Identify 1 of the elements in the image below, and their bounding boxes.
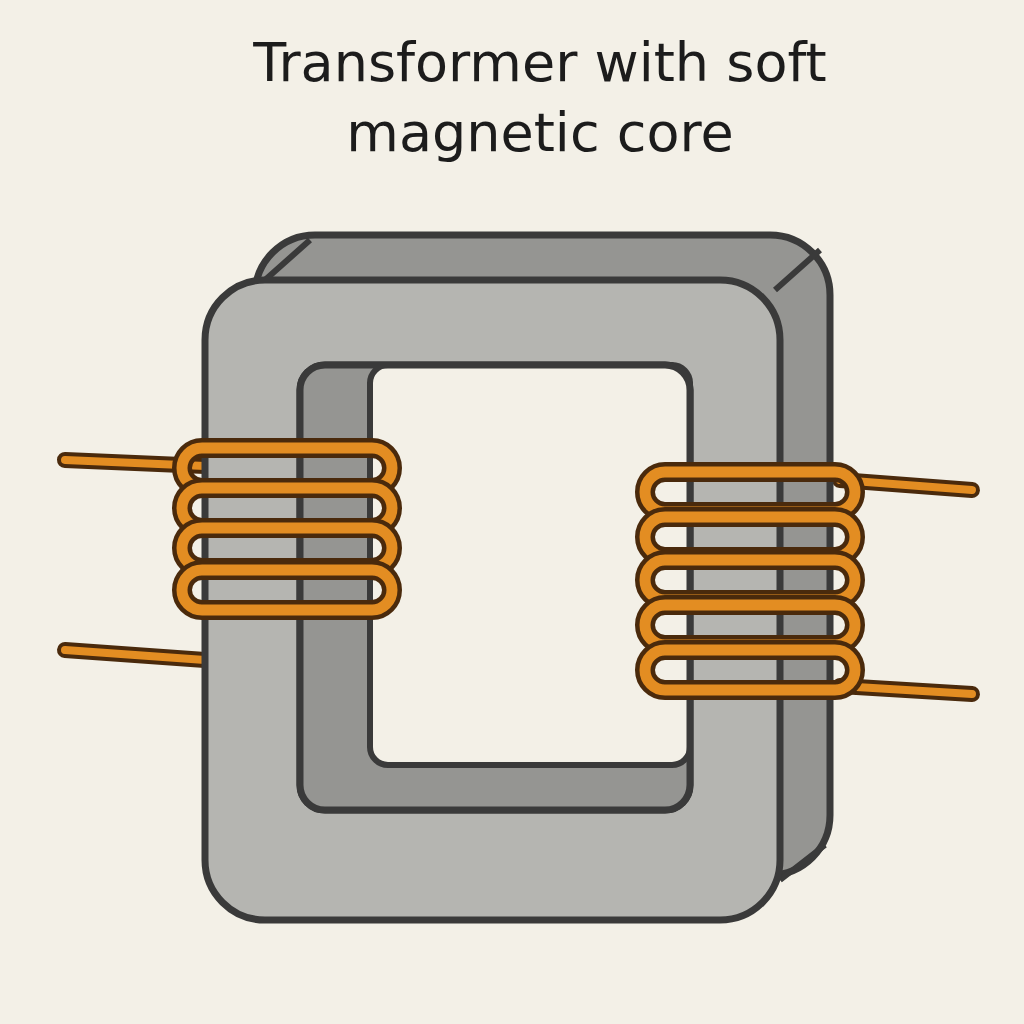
title: Transformer with soft magnetic core: [252, 30, 828, 166]
